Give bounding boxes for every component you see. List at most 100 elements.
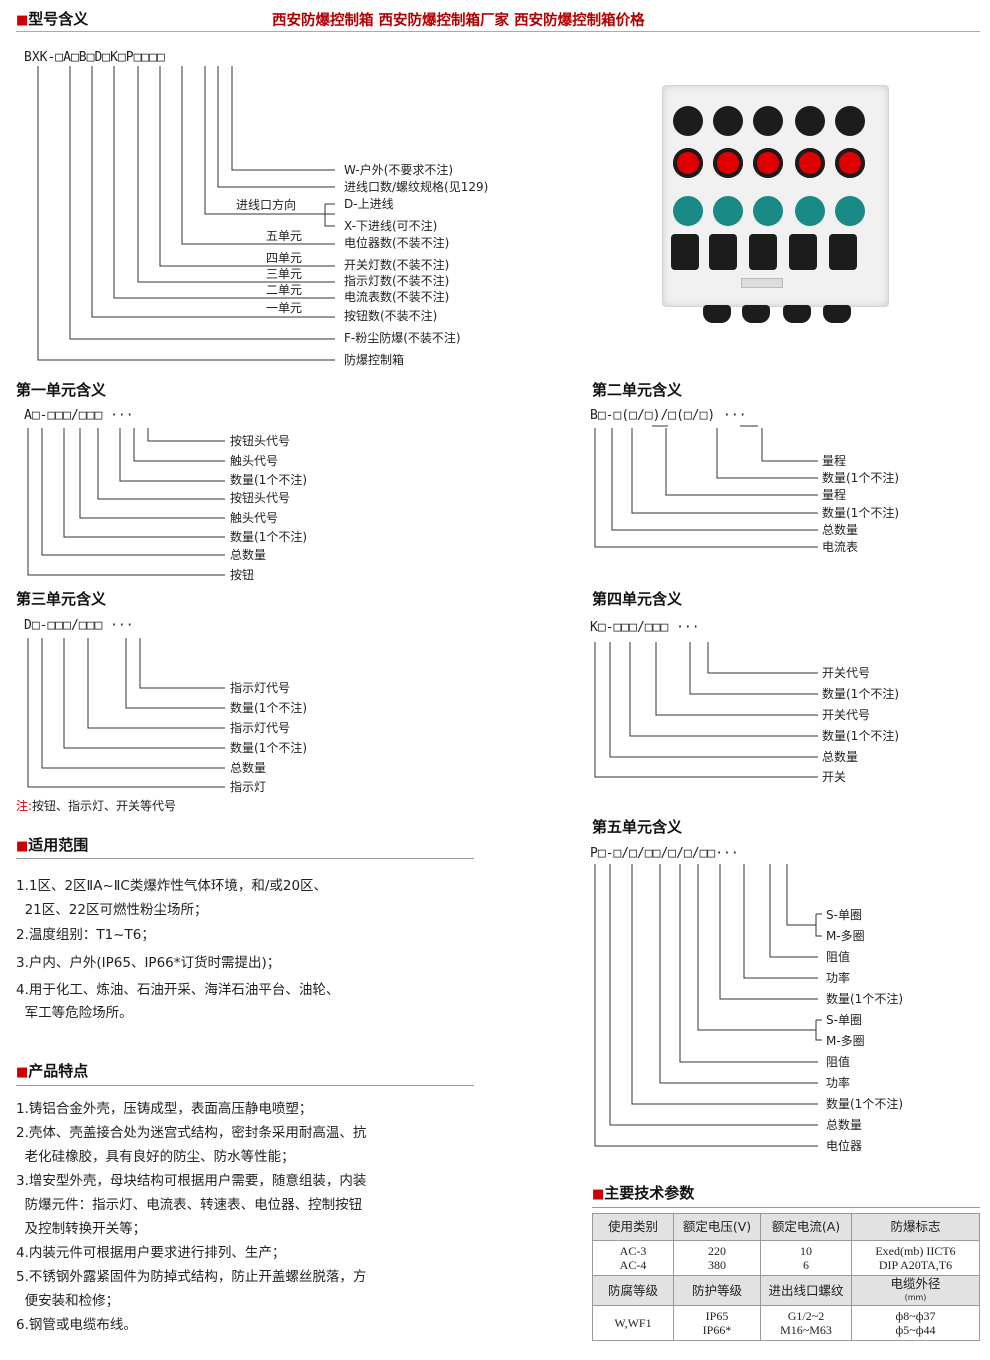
- model-label-potentiometer: 电位器数(不装不注): [344, 236, 450, 250]
- unit2-label: 电流表: [822, 540, 859, 554]
- specs-rule: [592, 1207, 980, 1208]
- model-label-outdoor: W-户外(不要求不注): [344, 163, 454, 177]
- model-code: BXK-□A□B□D□K□P□□□□: [24, 50, 165, 65]
- unit2-label: 数量(1个不注): [822, 471, 899, 485]
- unit2-label: 量程: [822, 454, 847, 468]
- scope-rule: [16, 858, 474, 859]
- unit5-label: 功率: [826, 971, 851, 985]
- scope-line: 3.户内、户外(IP65、IP66*订货时需提出)；: [16, 955, 281, 971]
- header-rule: [16, 31, 980, 32]
- unit5-title: 第五单元含义: [592, 818, 683, 836]
- unit2-label: 数量(1个不注): [822, 506, 899, 520]
- spec-head-cell: 防爆标志: [851, 1213, 980, 1241]
- model-label-unit3: 三单元: [266, 267, 303, 281]
- model-label-unit1: 一单元: [266, 301, 303, 315]
- model-label-unit2: 二单元: [266, 283, 303, 297]
- unit1-label: 数量(1个不注): [230, 473, 307, 487]
- model-label-box: 防爆控制箱: [344, 353, 405, 367]
- unit3-label: 数量(1个不注): [230, 741, 307, 755]
- note-prefix: 注:: [16, 799, 33, 813]
- scope-line: 21区、22区可燃性粉尘场所；: [16, 902, 208, 918]
- scope-line: 军工等危险场所。: [16, 1005, 133, 1021]
- features-line: 1.铸铝合金外壳，压铸成型，表面高压静电喷塑；: [16, 1101, 313, 1117]
- scope-line: 1.1区、2区ⅡA~ⅡC类爆炸性气体环境，和/或20区、: [16, 878, 328, 894]
- model-label-entry-direction: 进线口方向: [236, 198, 297, 212]
- features-title: ■产品特点: [16, 1062, 89, 1080]
- red-light-icon: [835, 148, 865, 178]
- unit4-label: 总数量: [822, 750, 859, 764]
- model-label-entries: 进线口数/螺纹规格(见129): [344, 180, 489, 194]
- spec-cell: AC-3 AC-4: [592, 1240, 674, 1276]
- unit3-title: 第三单元含义: [16, 590, 107, 608]
- unit3-label: 总数量: [230, 761, 267, 775]
- unit5-label: 阻值: [826, 950, 851, 964]
- unit4-title: 第四单元含义: [592, 590, 683, 608]
- switch-icon: [829, 234, 857, 270]
- model-label-unit5: 五单元: [266, 229, 303, 243]
- cable-diameter-label: 电缆外径: [890, 1275, 941, 1291]
- spec-head-cell: 额定电压(V): [673, 1213, 761, 1241]
- unit2-label: 量程: [822, 488, 847, 502]
- unit3-label: 指示灯代号: [230, 681, 291, 695]
- model-label-top-entry: D-上进线: [344, 197, 394, 211]
- button-icon: [795, 106, 825, 136]
- note-text: 按钮、指示灯、开关等代号: [32, 799, 177, 813]
- scope-line: 2.温度组别：T1~T6；: [16, 927, 155, 943]
- specs-table: 使用类别 额定电压(V) 额定电流(A) 防爆标志 AC-3 AC-4 220 …: [592, 1213, 980, 1341]
- cable-gland-icon: [742, 305, 770, 323]
- spec-head-cell: 防护等级: [673, 1275, 761, 1306]
- unit3-label: 指示灯代号: [230, 721, 291, 735]
- green-button-icon: [673, 196, 703, 226]
- button-icon: [753, 106, 783, 136]
- unit4-label: 开关代号: [822, 708, 871, 722]
- unit1-title: 第一单元含义: [16, 381, 107, 399]
- unit1-label: 按钮头代号: [230, 491, 291, 505]
- features-line: 防爆元件：指示灯、电流表、转速表、电位器、控制按钮: [16, 1197, 363, 1213]
- features-line: 6.钢管或电缆布线。: [16, 1317, 137, 1333]
- unit4-code: K□-□□□/□□□ ···: [590, 620, 700, 635]
- unit4-label: 数量(1个不注): [822, 729, 899, 743]
- switch-icon: [671, 234, 699, 270]
- spec-cell: IP65 IP66*: [673, 1305, 761, 1341]
- unit2-label: 总数量: [822, 523, 859, 537]
- spec-cell: Exed(mb) IICT6 DIP A20TA,T6: [851, 1240, 980, 1276]
- unit3-label: 数量(1个不注): [230, 701, 307, 715]
- model-label-button: 按钮数(不装不注): [344, 309, 438, 323]
- unit1-label: 按钮头代号: [230, 434, 291, 448]
- green-button-icon: [753, 196, 783, 226]
- unit1-code: A□-□□□/□□□ ···: [24, 408, 134, 423]
- features-line: 3.增安型外壳，母块结构可根据用户需要，随意组装，内装: [16, 1173, 367, 1189]
- unit5-label: 电位器: [826, 1139, 863, 1153]
- spec-cell: 10 6: [760, 1240, 852, 1276]
- switch-icon: [749, 234, 777, 270]
- unit2-title: 第二单元含义: [592, 381, 683, 399]
- unit4-label: 开关代号: [822, 666, 871, 680]
- features-line: 便安装和检修；: [16, 1293, 120, 1309]
- spec-cell: ф8~ф37 ф5~ф44: [851, 1305, 980, 1341]
- unit5-code: P□-□/□/□□/□/□/□□···: [590, 846, 739, 861]
- specs-title: ■主要技术参数: [592, 1184, 695, 1202]
- unit5-label: M-多圈: [826, 1034, 865, 1048]
- unit3-label: 指示灯: [230, 780, 267, 794]
- features-line: 4.内装元件可根据用户要求进行排列、生产；: [16, 1245, 286, 1261]
- cable-gland-icon: [783, 305, 811, 323]
- unit3-code: D□-□□□/□□□ ···: [24, 618, 134, 633]
- unit2-code: B□-□(□/□)/□(□/□) ···: [590, 408, 747, 423]
- unit1-label: 数量(1个不注): [230, 530, 307, 544]
- control-box-photo: [662, 85, 889, 307]
- spec-head-cell: 额定电流(A): [760, 1213, 852, 1241]
- unit1-label: 总数量: [230, 548, 267, 562]
- header-banner: 西安防爆控制箱 西安防爆控制箱厂家 西安防爆控制箱价格: [272, 12, 645, 29]
- switch-icon: [709, 234, 737, 270]
- unit5-label: S-单圈: [826, 1013, 862, 1027]
- spec-head-cell: 电缆外径 (mm): [851, 1275, 980, 1306]
- green-button-icon: [713, 196, 743, 226]
- unit5-label: 功率: [826, 1076, 851, 1090]
- green-button-icon: [795, 196, 825, 226]
- unit5-label: S-单圈: [826, 908, 862, 922]
- model-label-dust: F-粉尘防爆(不装不注): [344, 331, 461, 345]
- unit4-label: 开关: [822, 770, 847, 784]
- features-line: 老化硅橡胶，具有良好的防尘、防水等性能；: [16, 1149, 295, 1165]
- button-icon: [835, 106, 865, 136]
